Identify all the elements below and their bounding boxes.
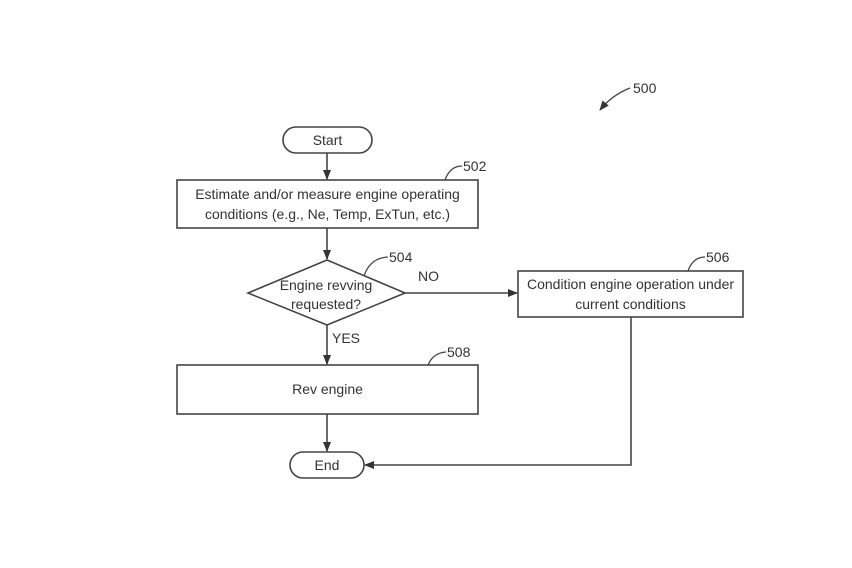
process-506-line-1: Condition engine operation under [527,276,734,292]
process-502-leader [444,165,463,181]
process-508-leader [427,351,447,366]
decision-504-line-1: Engine revving [280,277,373,293]
end-terminal: End [289,451,365,479]
end-shape [289,451,365,479]
process-502-line-1: Estimate and/or measure engine operating [195,186,460,202]
end-label: End [315,457,340,473]
process-502-line-2: conditions (e.g., Ne, Temp, ExTun, etc.) [205,206,450,222]
process-502-box [176,179,479,229]
start-label: Start [313,132,343,148]
decision-504: Engine revving requested? 504 [245,249,413,326]
process-502: Estimate and/or measure engine operating… [176,158,487,229]
figure-ref-arrow [599,87,631,111]
edge-yes-label: YES [332,330,360,346]
process-506-ref: 506 [706,249,730,265]
decision-504-ref: 504 [389,249,413,265]
edge-no-label: NO [418,268,439,284]
process-508-label: Rev engine [292,381,363,397]
figure-reference: 500 [599,80,657,111]
process-506-leader [687,256,706,272]
decision-504-line-2: requested? [291,296,361,312]
process-502-ref: 502 [463,158,487,174]
process-508-ref: 508 [447,344,471,360]
process-506-line-2: current conditions [575,296,686,312]
process-506: Condition engine operation under current… [517,249,744,318]
edge-506-to-end [364,317,632,469]
figure-ref-label: 500 [633,80,657,96]
start-terminal: Start [282,126,373,154]
decision-504-leader [363,256,389,277]
